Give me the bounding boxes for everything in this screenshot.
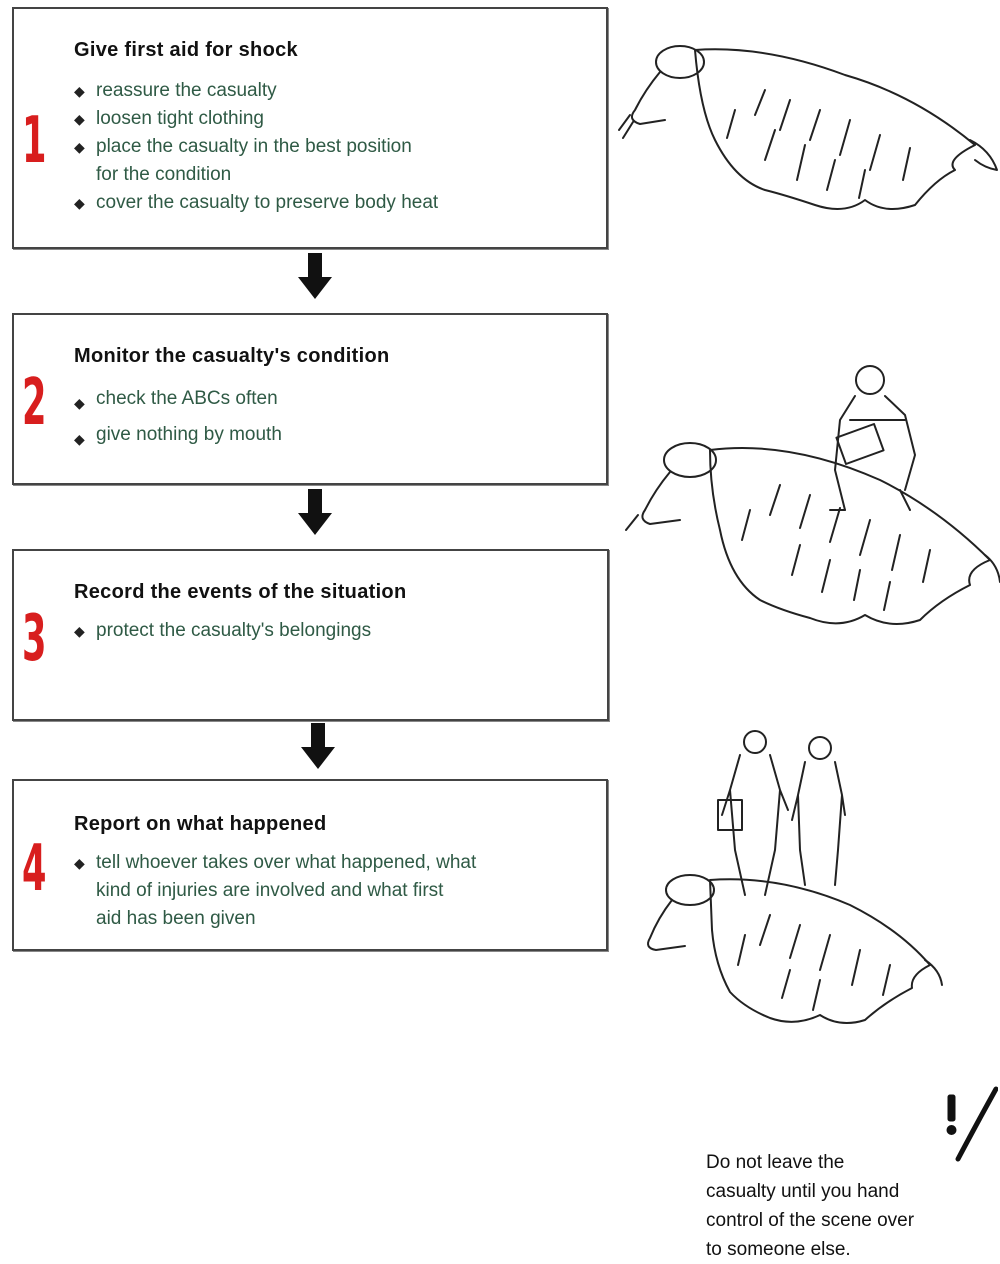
step-4-number: 4 <box>22 832 47 906</box>
step-4-title: Report on what happened <box>74 813 327 835</box>
responders-arriving-illustration <box>647 730 943 1025</box>
step-2-number: 2 <box>22 366 47 440</box>
step-3-item: ◆protect the casualty's belongings <box>74 617 371 645</box>
caution-note: Do not leave the casualty until you hand… <box>706 1148 996 1264</box>
casualty-under-blanket-illustration <box>618 45 998 210</box>
down-arrow-icon <box>298 253 332 299</box>
step-2-title: Monitor the casualty's condition <box>74 345 390 367</box>
step-1-item: ◆loosen tight clothing <box>74 105 438 133</box>
diamond-bullet-icon: ◆ <box>74 855 85 871</box>
step-2-list: ◆check the ABCs often ◆give nothing by m… <box>74 381 282 453</box>
diamond-bullet-icon: ◆ <box>74 623 85 639</box>
step-1-list: ◆reassure the casualty ◆loosen tight clo… <box>74 77 438 217</box>
step-1-title: Give first aid for shock <box>74 39 298 61</box>
step-1-item: ◆cover the casualty to preserve body hea… <box>74 189 438 217</box>
step-3-title: Record the events of the situation <box>74 581 407 603</box>
step-3-number: 3 <box>22 602 47 676</box>
down-arrow-icon <box>301 723 335 769</box>
diamond-bullet-icon: ◆ <box>74 139 85 155</box>
down-arrow-icon <box>298 489 332 535</box>
step-4-item: ◆tell whoever takes over what happened, … <box>74 849 476 933</box>
caution-note-line: casualty until you hand <box>706 1181 900 1202</box>
caution-note-line: Do not leave the <box>706 1152 845 1173</box>
step-3-list: ◆protect the casualty's belongings <box>74 617 371 645</box>
step-1-box: 1 Give first aid for shock ◆reassure the… <box>12 7 608 249</box>
step-1-number: 1 <box>22 104 47 178</box>
diamond-bullet-icon: ◆ <box>74 195 85 211</box>
diamond-bullet-icon: ◆ <box>74 83 85 99</box>
diamond-bullet-icon: ◆ <box>74 431 85 447</box>
step-4-box: 4 Report on what happened ◆tell whoever … <box>12 779 608 951</box>
step-2-box: 2 Monitor the casualty's condition ◆chec… <box>12 313 608 485</box>
caution-note-line: control of the scene over <box>706 1210 915 1231</box>
step-1-item: ◆reassure the casualty <box>74 77 438 105</box>
exclamation-caution-icon <box>946 1086 998 1162</box>
step-2-item: ◆give nothing by mouth <box>74 417 282 453</box>
step-4-list: ◆tell whoever takes over what happened, … <box>74 849 476 933</box>
step-3-box: 3 Record the events of the situation ◆pr… <box>12 549 609 721</box>
first-aider-monitoring-illustration <box>625 365 1000 625</box>
step-1-item: ◆place the casualty in the best position… <box>74 133 438 189</box>
diamond-bullet-icon: ◆ <box>74 395 85 411</box>
caution-note-line: to someone else. <box>706 1239 851 1260</box>
diamond-bullet-icon: ◆ <box>74 111 85 127</box>
step-2-item: ◆check the ABCs often <box>74 381 282 417</box>
